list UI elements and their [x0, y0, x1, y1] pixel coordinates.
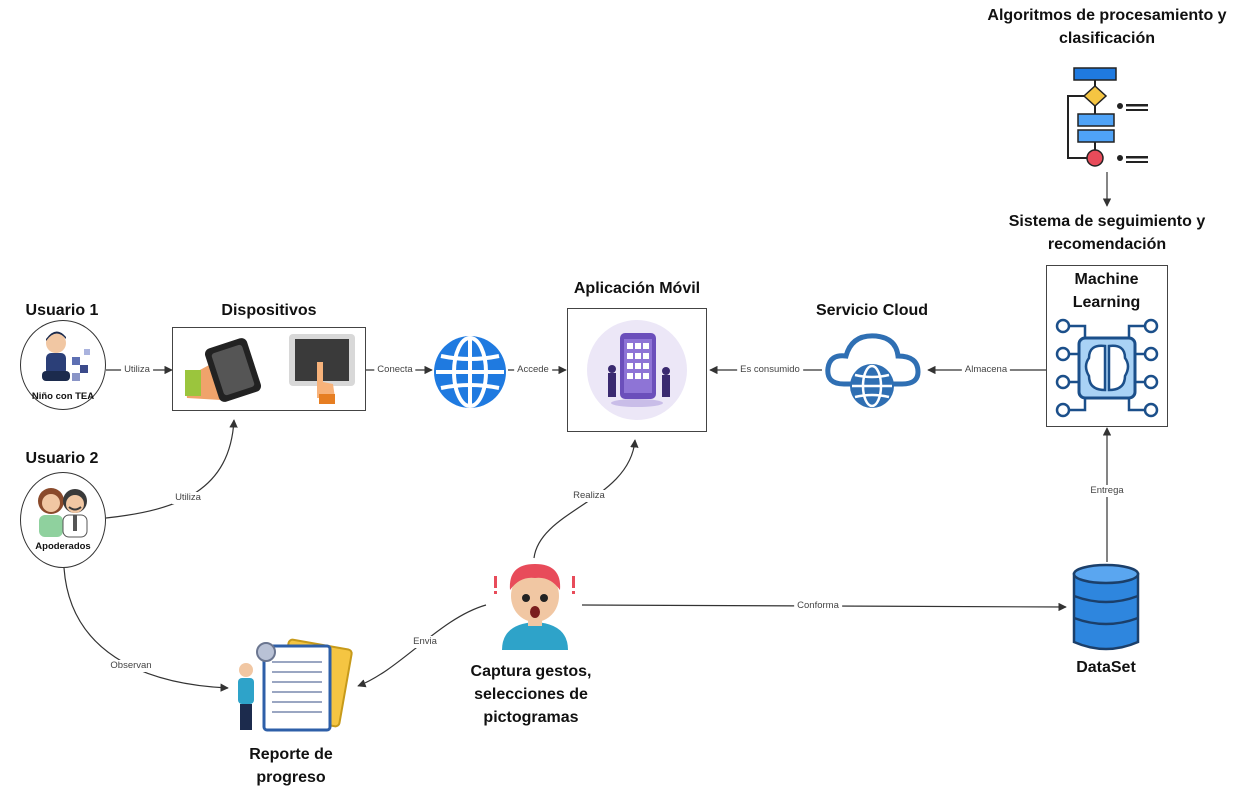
edge-utiliza-2: [105, 419, 238, 519]
edge-label-utiliza-1: Utiliza: [121, 364, 153, 376]
cloud-service-icon: [825, 333, 921, 408]
aplicacion-title: Aplicación Móvil: [573, 280, 701, 297]
parents-icon: [38, 488, 88, 538]
servicio-cloud-title: Servicio Cloud: [815, 302, 929, 319]
child-icon: [42, 331, 90, 381]
edge-label-realiza: Realiza: [570, 490, 608, 502]
surprised-child-icon: [494, 564, 575, 650]
edge-realiza: [533, 439, 639, 559]
captura-title: Captura gestos, selecciones de pictogram…: [470, 663, 592, 727]
edge-label-observan: Observan: [107, 660, 155, 672]
edge-label-utiliza-2: Utiliza: [172, 492, 204, 504]
machine-learning-node: Machine Learning: [1046, 265, 1168, 427]
ml-brain-icon: [1055, 318, 1159, 418]
report-icon: [238, 638, 353, 732]
edge-label-entrega: Entrega: [1087, 485, 1127, 497]
edge-label-conforma: Conforma: [794, 600, 842, 612]
smartphone-icon: [185, 338, 262, 402]
tablet-icon: [289, 334, 355, 404]
usuario1-node: Niño con TEA: [20, 320, 106, 410]
dispositivos-title: Dispositivos: [221, 302, 317, 319]
edge-label-accede: Accede: [514, 364, 552, 376]
sistema-title: Sistema de seguimiento y recomendación: [1008, 213, 1206, 254]
edge-label-envia: Envia: [410, 636, 440, 648]
usuario2-title: Usuario 2: [25, 450, 99, 467]
flowchart-icon: [1067, 67, 1148, 167]
edge-label-es-consumido: Es consumido: [737, 364, 803, 376]
edge-label-conecta: Conecta: [374, 364, 416, 376]
edge-observan: [63, 567, 229, 692]
globe-icon: [434, 336, 506, 408]
edge-label-almacena: Almacena: [961, 364, 1011, 376]
dispositivos-node: [172, 327, 366, 411]
aplicacion-node: [567, 308, 707, 432]
algoritmos-title: Algoritmos de procesamiento y clasificac…: [987, 7, 1227, 48]
usuario1-label: Niño con TEA: [31, 391, 95, 402]
machine-learning-title: Machine Learning: [1072, 271, 1141, 312]
mobile-app-icon: [587, 320, 687, 420]
usuario2-label: Apoderados: [35, 541, 91, 552]
usuario1-title: Usuario 1: [25, 302, 99, 319]
dataset-title: DataSet: [1076, 659, 1136, 676]
reporte-title: Reporte de progreso: [249, 746, 333, 787]
usuario2-node: Apoderados: [20, 472, 106, 568]
database-icon: [1072, 563, 1140, 651]
